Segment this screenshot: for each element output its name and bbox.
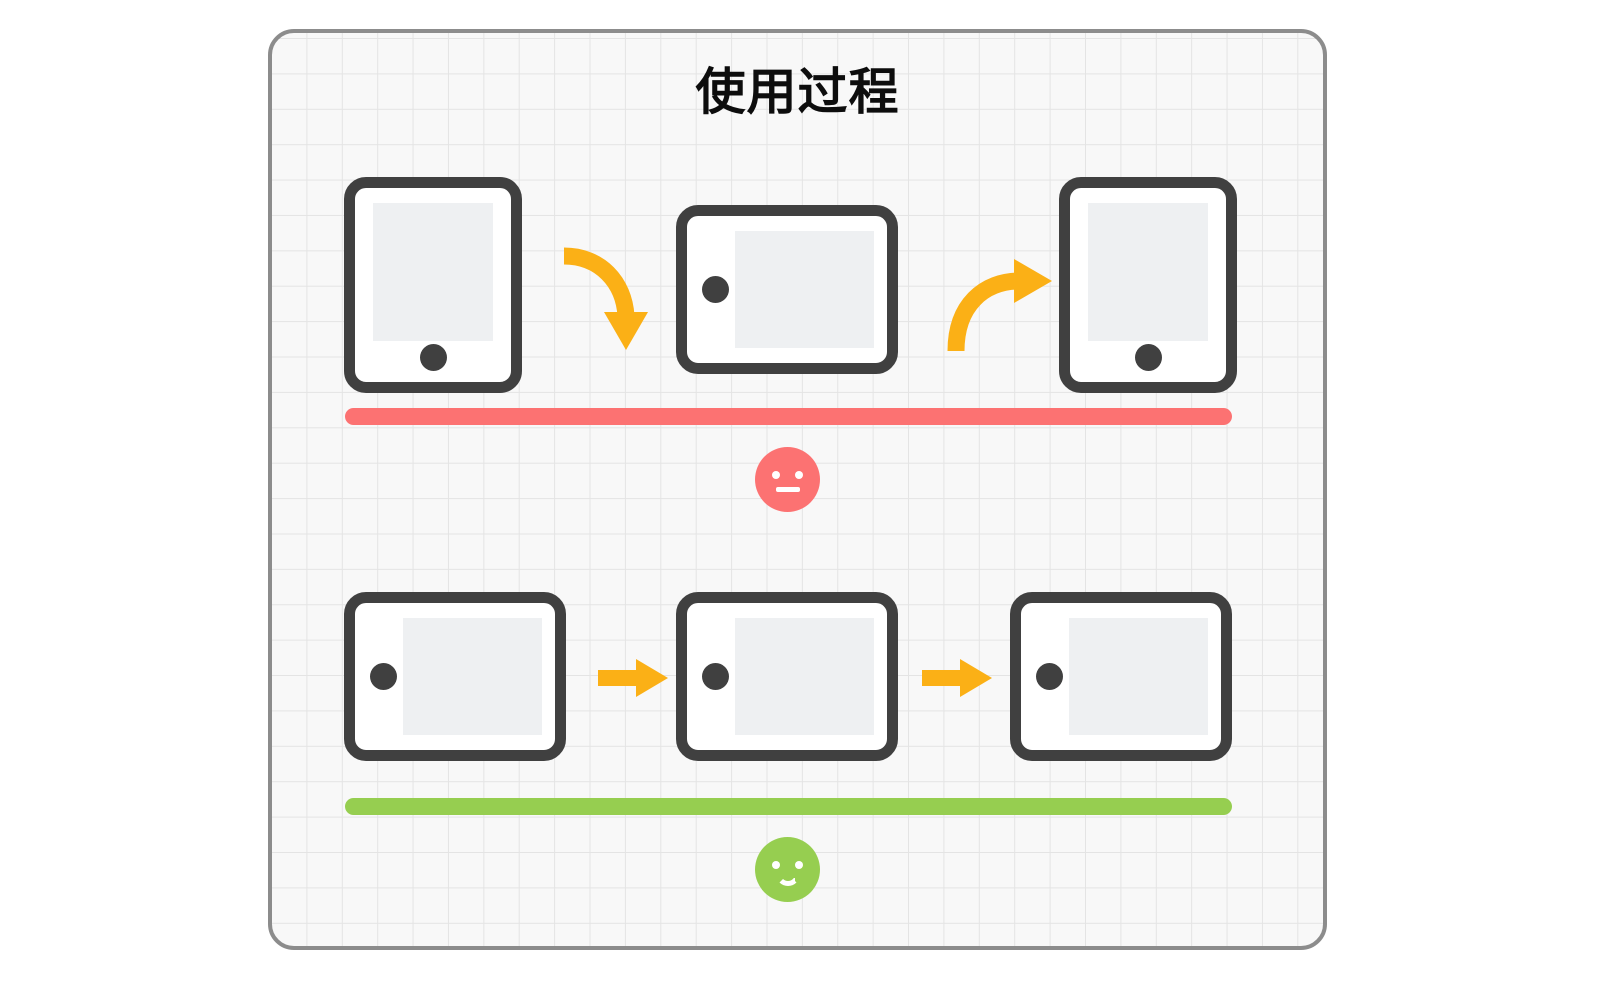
- tablet-landscape-4[interactable]: [1010, 592, 1232, 761]
- face-mouth-flat: [775, 487, 800, 492]
- tablet-portrait-1[interactable]: [344, 177, 522, 393]
- diagram-board: 使用过程: [268, 29, 1327, 950]
- negative-outcome-bar: [345, 408, 1232, 425]
- face-eye-left: [772, 471, 780, 479]
- home-button-icon[interactable]: [419, 344, 447, 372]
- home-button-icon[interactable]: [702, 276, 729, 303]
- face-eye-right: [795, 471, 803, 479]
- tablet-landscape-1[interactable]: [676, 205, 898, 374]
- tablet-screen: [1069, 617, 1208, 736]
- page-title: 使用过程: [695, 63, 900, 121]
- face-eye-right: [795, 861, 803, 869]
- curved-arrow-down: [563, 247, 648, 350]
- tablet-screen: [1087, 202, 1209, 342]
- positive-outcome-bar: [345, 798, 1232, 815]
- home-button-icon[interactable]: [1036, 663, 1063, 690]
- tablet-landscape-3[interactable]: [676, 592, 898, 761]
- tablet-screen: [735, 230, 874, 349]
- straight-arrow-right-1: [598, 659, 668, 697]
- tablet-landscape-2[interactable]: [344, 592, 566, 761]
- home-button-icon[interactable]: [370, 663, 397, 690]
- face-eye-left: [772, 861, 780, 869]
- tablet-screen: [372, 202, 494, 342]
- face-mouth-smile: [775, 873, 800, 886]
- home-button-icon[interactable]: [1134, 344, 1162, 372]
- straight-arrow-right-2: [922, 659, 992, 697]
- curved-arrow-up: [947, 259, 1052, 352]
- tablet-screen: [735, 617, 874, 736]
- neutral-face-icon: [755, 447, 820, 512]
- tablet-portrait-2[interactable]: [1059, 177, 1237, 393]
- tablet-screen: [403, 617, 542, 736]
- home-button-icon[interactable]: [702, 663, 729, 690]
- smiley-face-icon: [755, 837, 820, 902]
